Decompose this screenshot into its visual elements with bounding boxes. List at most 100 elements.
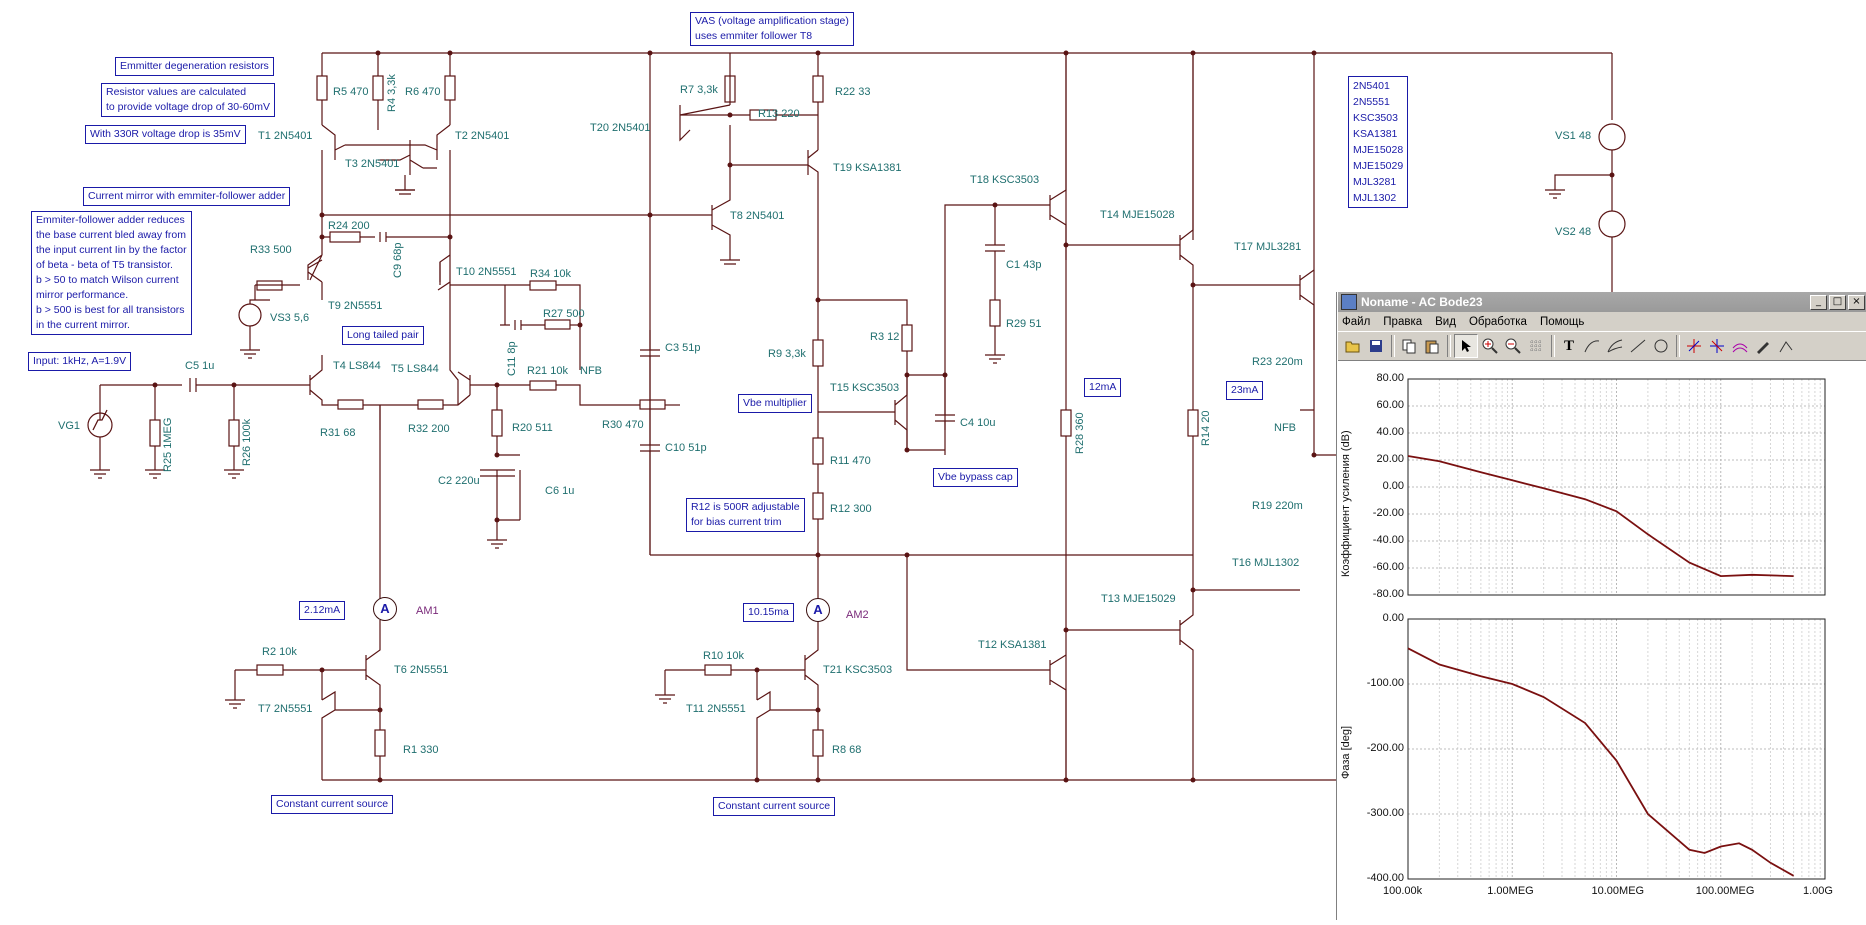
y-tick-label: -200.00: [1366, 742, 1404, 754]
menu-bar: Файл Правка Вид Обработка Помощь: [1338, 312, 1866, 331]
y-axis-label: Коэффициент усиления (dB): [1340, 430, 1352, 577]
label-r1: R1 330: [403, 744, 439, 756]
y-axis-label: Фаза [deg]: [1340, 725, 1352, 779]
ammeter-am1[interactable]: A: [373, 597, 397, 621]
minimize-button[interactable]: _: [1810, 294, 1827, 310]
line-icon[interactable]: [1627, 335, 1649, 357]
label-r10: R10 10k: [703, 650, 744, 662]
y-tick-label: -60.00: [1372, 561, 1404, 573]
pen-icon[interactable]: [1752, 335, 1774, 357]
vas-note: VAS (voltage amplification stage)uses em…: [690, 12, 854, 46]
bode-chart-area[interactable]: [1338, 361, 1866, 920]
label-r8: R8 68: [832, 744, 862, 756]
text-icon[interactable]: T: [1563, 337, 1574, 354]
y-tick-label: -20.00: [1372, 507, 1404, 519]
ccs2-note: Constant current source: [713, 797, 836, 816]
save-icon[interactable]: [1365, 335, 1387, 357]
label-t21: T21 KSC3503: [823, 664, 893, 676]
y-tick-label: 0.00: [1382, 612, 1404, 624]
label-c5: C5 1u: [185, 360, 215, 372]
label-t18: T18 KSC3503: [970, 174, 1040, 186]
label-t4: T4 LS844: [333, 360, 381, 372]
label-t17: T17 MJL3281: [1234, 241, 1302, 253]
label-r31: R31 68: [320, 427, 356, 439]
r330-note: With 330R voltage drop is 35mV: [85, 125, 246, 144]
arrow-icon[interactable]: [1775, 335, 1797, 357]
ltp-note: Long tailed pair: [342, 326, 424, 345]
x-tick-label: 10.00MEG: [1591, 885, 1645, 897]
label-r32: R32 200: [408, 423, 450, 435]
window-titlebar[interactable]: Noname - AC Bode23 _ □ ×: [1338, 292, 1866, 312]
label-r20: R20 511: [512, 422, 553, 434]
label-t12: T12 KSA1381: [978, 639, 1047, 651]
label-vs2: VS2 48: [1555, 226, 1592, 238]
label-t1: T1 2N5401: [258, 130, 313, 142]
menu-file[interactable]: Файл: [1342, 315, 1371, 328]
label-t20: T20 2N5401: [590, 122, 651, 134]
copy-icon[interactable]: [1398, 335, 1420, 357]
label-r21: R21 10k: [527, 365, 568, 377]
cursor-icon[interactable]: [1683, 335, 1705, 357]
bode-window[interactable]: Noname - AC Bode23 _ □ × Файл Правка Вид…: [1337, 292, 1866, 920]
label-c11: C11 8p: [506, 341, 518, 376]
zoom-in-icon[interactable]: [1479, 335, 1501, 357]
label-r7: R7 3,3k: [680, 84, 718, 96]
label-r6: R6 470: [405, 86, 441, 98]
marker-icon[interactable]: [1729, 335, 1751, 357]
series-line: [1407, 455, 1794, 578]
pointer-icon[interactable]: [1454, 334, 1478, 358]
label-r30: R30 470: [602, 419, 644, 431]
current-12ma: 12mA: [1084, 378, 1122, 397]
y-tick-label: 0.00: [1382, 480, 1404, 492]
label-t19: T19 KSA1381: [833, 162, 902, 174]
label-r34: R34 10k: [530, 268, 571, 280]
label-t8: T8 2N5401: [730, 210, 785, 222]
y-tick-label: 80.00: [1376, 372, 1404, 384]
label-r19: R19 220m: [1252, 500, 1303, 512]
ammeter-am2[interactable]: A: [806, 598, 830, 622]
menu-process[interactable]: Обработка: [1468, 315, 1527, 328]
menu-edit[interactable]: Правка: [1383, 315, 1423, 328]
menu-help[interactable]: Помощь: [1539, 315, 1585, 328]
current-23ma: 23mA: [1226, 381, 1264, 400]
label-r26: R26 100k: [241, 418, 253, 466]
maximize-button[interactable]: □: [1829, 294, 1846, 310]
label-c3: C3 51p: [665, 342, 701, 354]
degeneration-note: Emmitter degeneration resistors: [115, 57, 274, 76]
label-r23: R23 220m: [1252, 356, 1303, 368]
label-am2: AM2: [846, 609, 869, 621]
circle-icon[interactable]: [1650, 335, 1672, 357]
series-line: [1407, 647, 1795, 877]
label-r4: R4 3,3k: [386, 74, 398, 112]
label-t16: T16 MJL1302: [1232, 557, 1300, 569]
label-r33: R33 500: [250, 244, 292, 256]
paste-icon[interactable]: [1421, 335, 1443, 357]
zoom-out-icon[interactable]: [1502, 335, 1524, 357]
curve2-icon[interactable]: [1604, 335, 1626, 357]
cursor2-icon[interactable]: [1706, 335, 1728, 357]
y-tick-label: -40.00: [1372, 534, 1404, 546]
y-tick-label: 40.00: [1376, 426, 1404, 438]
close-button[interactable]: ×: [1848, 294, 1865, 310]
grid-icon[interactable]: [1525, 335, 1547, 357]
current-am1: 2.12mA: [299, 601, 346, 620]
label-vs1: VS1 48: [1555, 130, 1592, 142]
label-nfb-left: NFB: [580, 365, 602, 377]
input-note: Input: 1kHz, A=1.9V: [28, 352, 132, 371]
label-c6: C6 1u: [545, 485, 575, 497]
vbe-multiplier-note: Vbe multiplier: [738, 394, 812, 413]
ccs1-note: Constant current source: [271, 795, 394, 814]
y-tick-label: -100.00: [1366, 677, 1404, 689]
label-t10: T10 2N5551: [456, 266, 517, 278]
curve-icon[interactable]: [1581, 335, 1603, 357]
mirror-note: Current mirror with emmiter-follower add…: [83, 187, 291, 206]
label-c2: C2 220u: [438, 475, 480, 487]
menu-view[interactable]: Вид: [1435, 315, 1456, 328]
label-t3: T3 2N5401: [345, 158, 400, 170]
open-icon[interactable]: [1342, 335, 1364, 357]
label-c9: C9 68p: [392, 242, 404, 278]
y-tick-label: 60.00: [1376, 399, 1404, 411]
